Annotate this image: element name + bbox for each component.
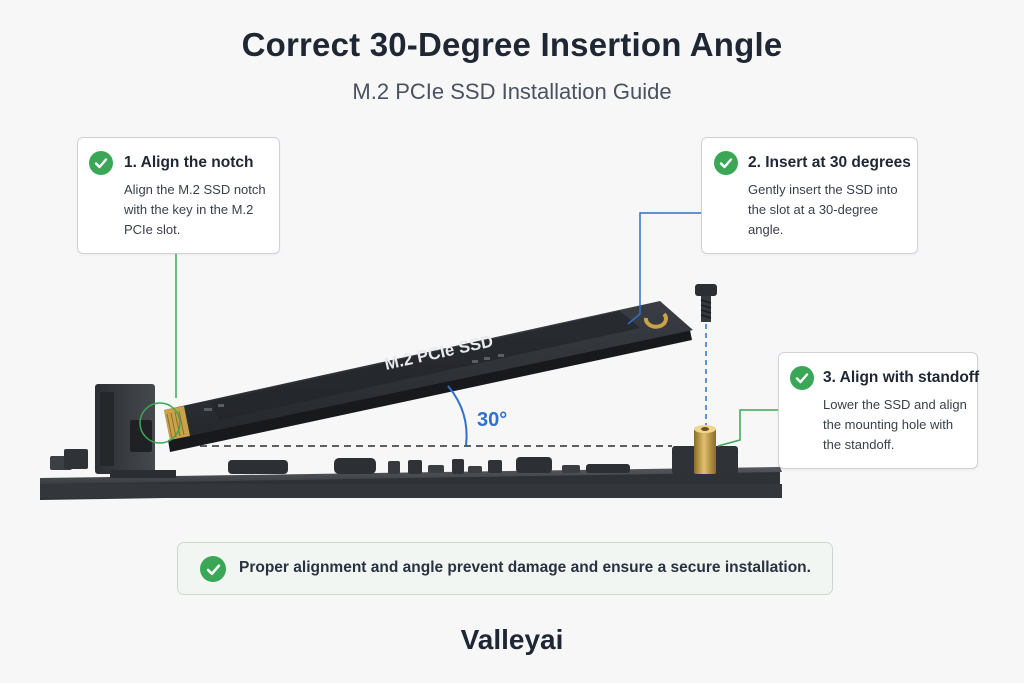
step-2-title: 2. Insert at 30 degrees [748, 154, 911, 171]
summary-text: Proper alignment and angle prevent damag… [239, 559, 811, 576]
summary-banner: Proper alignment and angle prevent damag… [177, 542, 833, 595]
step-2-line: the slot at a 30-degree [748, 202, 879, 217]
step-3-title: 3. Align with standoff [823, 369, 980, 386]
step-2-description: Gently insert the SSD into the slot at a… [748, 180, 898, 240]
check-circle-icon [714, 151, 738, 175]
page-title: Correct 30-Degree Insertion Angle [241, 26, 783, 63]
step-2-line: angle. [748, 222, 784, 237]
board-components [50, 449, 630, 474]
step-3-line: the standoff. [823, 437, 895, 452]
step-2-callout: 2. Insert at 30 degrees Gently insert th… [701, 137, 918, 254]
step-3-line: the mounting hole with [823, 417, 954, 432]
check-circle-icon [89, 151, 113, 175]
step-3-callout: 3. Align with standoff Lower the SSD and… [778, 352, 980, 469]
leader-lines [139, 212, 778, 447]
angle-label: 30° [477, 409, 507, 431]
step-1-callout: 1. Align the notch Align the M.2 SSD not… [77, 137, 280, 254]
step-3-line: Lower the SSD and align [823, 397, 967, 412]
check-circle-icon [790, 366, 814, 390]
step-1-line: with the key in the M.2 [124, 202, 254, 217]
m2-ssd [164, 301, 693, 452]
check-circle-icon [200, 556, 226, 582]
step-1-description: Align the M.2 SSD notch with the key in … [124, 180, 266, 240]
step-3-description: Lower the SSD and align the mounting hol… [823, 395, 967, 455]
m2-slot-connector [95, 384, 176, 478]
step-1-line: Align the M.2 SSD notch [124, 182, 266, 197]
screw-icon [695, 284, 717, 322]
step-2-line: Gently insert the SSD into [748, 182, 898, 197]
page-subtitle: M.2 PCIe SSD Installation Guide [352, 79, 672, 104]
step-1-line: PCIe slot. [124, 222, 181, 237]
brand-name: Valleyai [460, 624, 564, 655]
brass-standoff-icon [672, 425, 738, 474]
step-1-title: 1. Align the notch [124, 154, 254, 171]
angle-arc [447, 385, 468, 447]
